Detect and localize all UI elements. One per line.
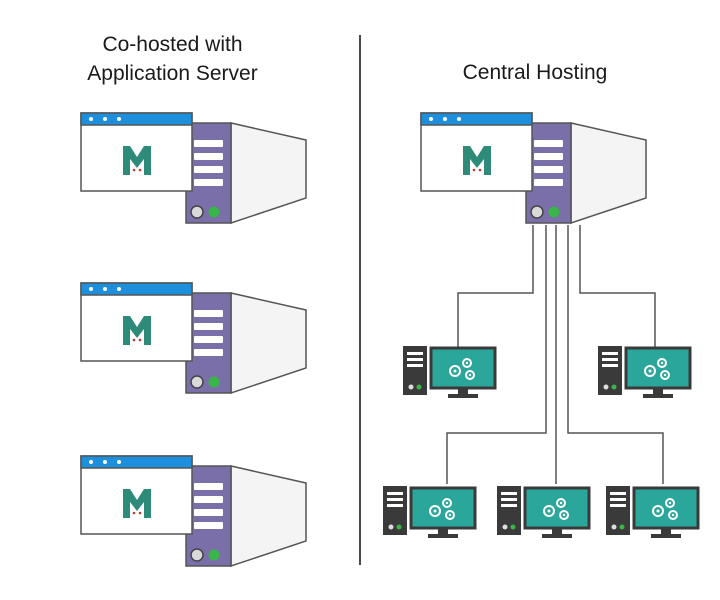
workstation-1 (401, 344, 497, 400)
central-hosting-title: Central Hosting (462, 61, 608, 84)
workstation-5 (604, 484, 700, 540)
co-hosted-title-line1: Co-hosted with (102, 33, 243, 56)
central-server (420, 112, 647, 224)
co-hosted-title-line2: Application Server (87, 62, 258, 85)
co-hosted-server-3 (80, 455, 307, 567)
workstation-4 (495, 484, 591, 540)
workstation-2 (596, 344, 692, 400)
co-hosted-server-1 (80, 112, 307, 224)
connection-lines (446, 225, 664, 484)
section-divider (359, 35, 361, 565)
co-hosted-title: Co-hosted with Application Server (40, 30, 305, 88)
workstation-3 (381, 484, 477, 540)
co-hosted-server-2 (80, 282, 307, 394)
